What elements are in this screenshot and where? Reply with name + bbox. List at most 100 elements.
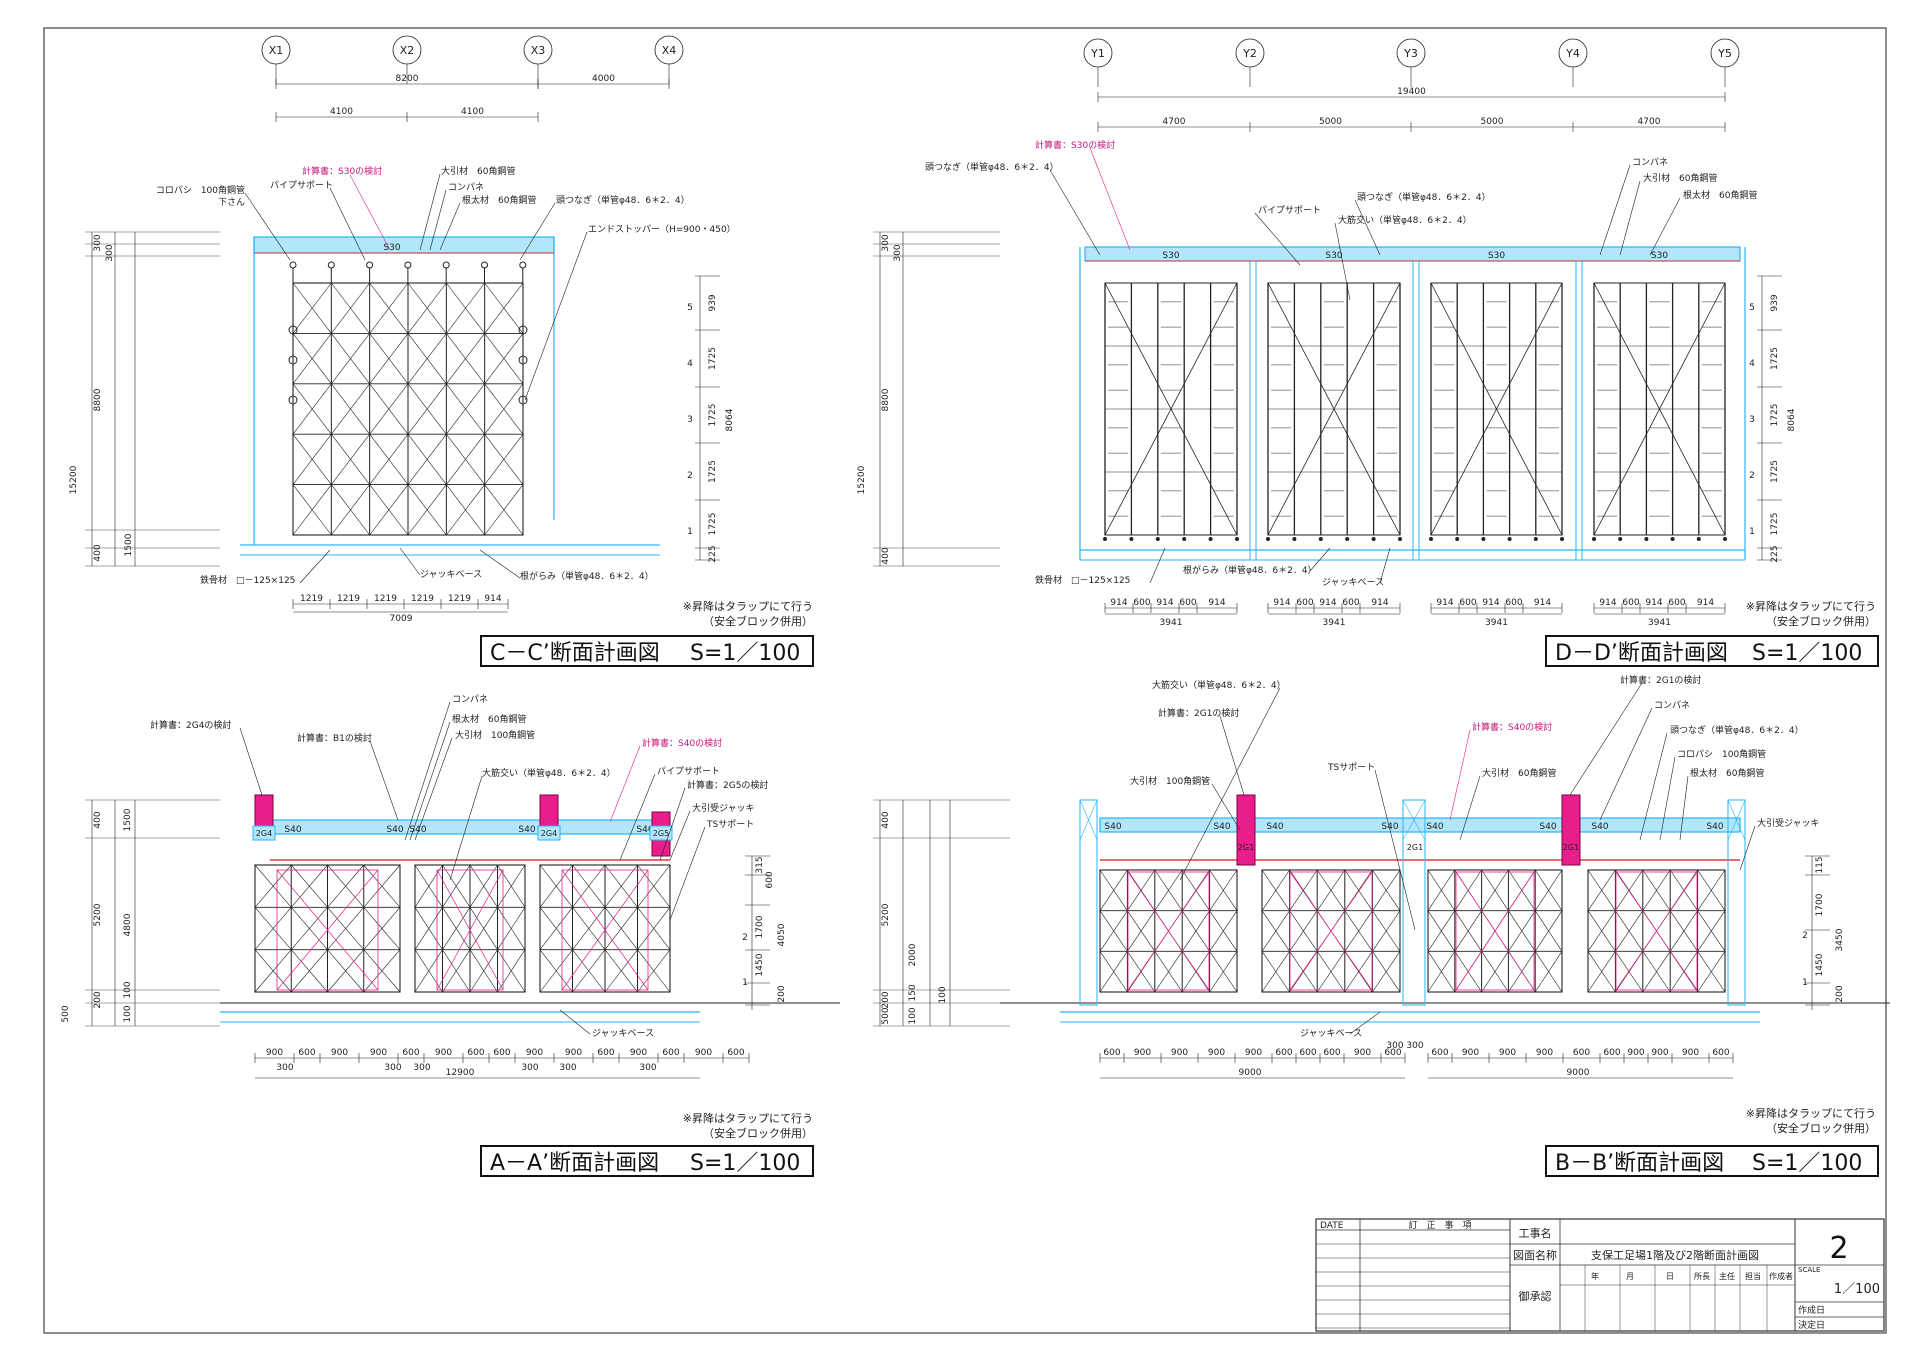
cc-frame-brace xyxy=(484,333,524,384)
cc-support-head xyxy=(481,261,488,269)
bb-dim-bottom-left-value: 900 xyxy=(1245,1048,1262,1058)
approval-col-label: 所長 xyxy=(1694,1271,1710,1281)
aa-frame-3-brace xyxy=(539,907,573,950)
cc-frame-brace xyxy=(292,333,332,384)
bb-frame-4-brace xyxy=(1615,869,1644,911)
aa-frame-1-brace xyxy=(363,864,401,908)
tb-decided-label: 決定日 xyxy=(1798,1319,1825,1331)
bb-title: B－B’断面計画図 xyxy=(1555,1151,1724,1176)
aa-slab-label: S40 xyxy=(284,825,301,835)
aa-ann-calc-2g4: 計算書：2G4の検討 xyxy=(150,719,231,731)
dd-dim-bays-value: 4700 xyxy=(1163,117,1186,127)
vdim-value: 8800 xyxy=(881,388,891,411)
cc-ann-konpane-leader xyxy=(429,189,447,251)
bb-frame-4-brace xyxy=(1697,910,1726,952)
vdim-value: 400 xyxy=(881,811,891,828)
tb-scale-label: SCALE xyxy=(1798,1266,1820,1274)
dd-slab xyxy=(1084,246,1741,262)
bb-frame-2-brace xyxy=(1372,869,1401,911)
bb-level: 1 xyxy=(1802,978,1808,988)
bb-frame-2-brace xyxy=(1289,910,1318,952)
bb-frame-2-brace xyxy=(1316,869,1346,911)
vdim-value: 5200 xyxy=(881,903,891,926)
bb-frame-3-brace xyxy=(1427,951,1456,993)
aa-slab xyxy=(269,819,671,835)
aa-dim-bottom-value: 600 xyxy=(493,1048,510,1058)
approval-col-label: 作成者 xyxy=(1769,1271,1793,1281)
dd-dim-bays-value: 5000 xyxy=(1481,117,1504,127)
dd-bay-3-jack xyxy=(1481,537,1486,541)
aa-frame-1-brace xyxy=(291,864,328,908)
vdim-value: 4050 xyxy=(777,923,787,946)
cc-dim-bottom-value: 1219 xyxy=(374,594,397,604)
dd-level: 3 xyxy=(1749,415,1755,425)
bb-ann-atama: 頭つなぎ（単管φ48．6＊2．4） xyxy=(1670,724,1804,736)
bb-frame-4-brace xyxy=(1697,951,1726,993)
bb-ann-ohbiki60: 大引材 60角鋼管 xyxy=(1482,767,1556,779)
cc-dim-bottom-value: 1219 xyxy=(337,594,360,604)
dd-ann-calc-leader xyxy=(1089,147,1131,251)
cc-frame-brace xyxy=(292,282,332,334)
cc-level: 4 xyxy=(687,359,693,369)
cc-support-head xyxy=(404,261,412,269)
aa-frame-3-brace xyxy=(604,949,638,993)
cc-frame-brace xyxy=(369,282,409,334)
cc-frame-brace xyxy=(369,383,409,435)
vdim-value: 1725 xyxy=(708,347,718,370)
cc-support-head xyxy=(366,261,374,269)
aa-ann-calc-2g5: 計算書：2G5の検討 xyxy=(687,779,768,791)
dd-bay-3-jack xyxy=(1533,537,1538,541)
cc-dim-total: 7009 xyxy=(390,614,413,624)
dd-dim-bottom-2-value: 914 xyxy=(1319,598,1336,608)
bb-level: 2 xyxy=(1802,931,1808,941)
dd-grid-Y3-label: Y3 xyxy=(1403,47,1418,60)
aa-frame-2-brace xyxy=(442,907,471,950)
bb-inner-brace xyxy=(1615,871,1698,991)
dd-dim-total: 3941 xyxy=(1160,618,1183,628)
vdim-value: 2000 xyxy=(908,943,918,966)
bb-dim-total: 9000 xyxy=(1567,1068,1590,1078)
cc-ann-colopashi: コロパシ 100角鋼管 xyxy=(156,184,245,196)
bb-dim-bottom-left-value: 600 xyxy=(1323,1048,1340,1058)
aa-dim-bottom-value: 600 xyxy=(597,1048,614,1058)
approval-col-label: 日 xyxy=(1666,1272,1674,1281)
bb-dim-bottom-left-value: 600 xyxy=(1384,1048,1401,1058)
dd-slab-label: S30 xyxy=(1651,251,1668,261)
dd-note-1: ※昇降はタラップにて行う xyxy=(1746,599,1876,613)
cc-ann-jack: ジャッキベース xyxy=(420,570,482,580)
cc-frame-brace xyxy=(369,434,409,485)
dd-dim-bottom-1-value: 914 xyxy=(1156,598,1173,608)
aa-ann-calc-b1-leader xyxy=(369,740,399,821)
bb-dim-bottom-left-value: 900 xyxy=(1171,1048,1188,1058)
aa-ann-konpane: コンパネ xyxy=(452,694,488,705)
vdim-value: 15200 xyxy=(857,465,867,494)
cc-ann-atama-leader xyxy=(519,202,556,261)
dd-level: 1 xyxy=(1749,527,1755,537)
bb-frame-4-brace xyxy=(1642,869,1671,911)
vdim-value: 500 xyxy=(61,1005,71,1022)
aa-frame-1-brace xyxy=(291,907,328,950)
cc-slab xyxy=(253,236,555,254)
aa-dim-bottom-value: 600 xyxy=(402,1048,419,1058)
bb-dim-bottom-left-value: 900 xyxy=(1134,1048,1151,1058)
vdim-value: 200 xyxy=(93,991,103,1008)
cc-support-head xyxy=(519,261,527,269)
dd-bay-2-jack xyxy=(1318,537,1323,541)
bb-ann-jack-leader xyxy=(1349,1011,1381,1035)
bb-dim-bottom-right-value: 600 xyxy=(1603,1048,1620,1058)
aa-dim-bottom2: 300 xyxy=(639,1063,656,1073)
aa-ann-jack-leader xyxy=(559,1009,591,1035)
cc-ann-ohbiki-leader xyxy=(419,173,441,251)
bb-beam-label: 2G1 xyxy=(1563,843,1579,852)
vdim-value: 1725 xyxy=(708,460,718,483)
bb-frame-3-brace xyxy=(1427,910,1456,952)
bb-slab-label: S40 xyxy=(1591,822,1608,832)
bb-frame-1-brace xyxy=(1181,910,1210,952)
cc-level: 1 xyxy=(687,527,693,537)
dd-dim-bottom-3-value: 914 xyxy=(1482,598,1499,608)
bb-frame-2-brace xyxy=(1261,951,1290,993)
bb-frame-4-brace xyxy=(1587,951,1616,993)
revision-rows xyxy=(1316,1243,1510,1329)
aa-inner-magenta xyxy=(561,869,649,991)
aa-dim-bottom2: 300 xyxy=(413,1063,430,1073)
